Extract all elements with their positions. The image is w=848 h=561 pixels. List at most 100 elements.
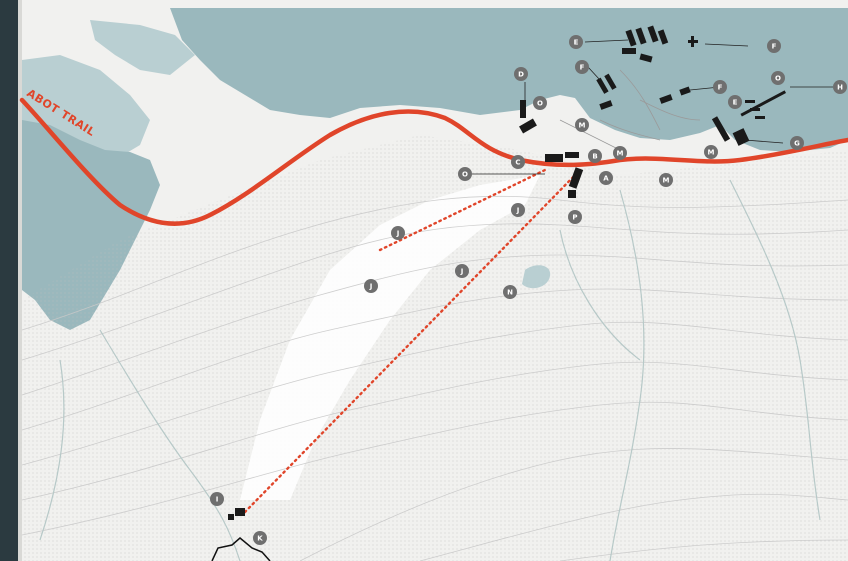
streams <box>39 179 821 561</box>
marker-label: J <box>396 230 400 238</box>
map-marker-k: K <box>253 531 267 545</box>
marker-label: J <box>369 283 373 291</box>
marker-label: B <box>592 153 597 161</box>
marker-label: I <box>216 496 219 504</box>
left-edge-strip-inner <box>18 0 22 561</box>
marker-label: M <box>708 149 715 157</box>
river-branch <box>90 20 195 75</box>
map-marker-a: A <box>599 171 613 185</box>
building <box>545 154 563 162</box>
marker-circle <box>790 136 804 150</box>
marker-circle <box>713 80 727 94</box>
cabot-trail-road <box>19 97 848 226</box>
boundary-outline <box>211 537 271 561</box>
marker-label: K <box>257 535 263 543</box>
building <box>622 48 636 54</box>
pond <box>522 265 551 289</box>
marker-circle <box>364 279 378 293</box>
marker-circle <box>503 285 517 299</box>
marker-label: G <box>794 140 800 148</box>
map-marker-j: J <box>455 264 469 278</box>
lift-route-upper <box>378 168 547 252</box>
terrain-texture <box>22 135 848 561</box>
marker-label: F <box>718 84 723 92</box>
river-channel <box>22 120 160 330</box>
marker-label: J <box>516 207 520 215</box>
lift-routes <box>243 168 582 514</box>
marker-label: A <box>603 175 609 183</box>
building <box>520 100 526 118</box>
building <box>732 128 750 146</box>
building <box>659 94 673 104</box>
marker-circle <box>704 145 718 159</box>
building <box>228 514 234 520</box>
building <box>657 29 669 45</box>
building <box>568 167 584 189</box>
map-marker-o: O <box>458 167 472 181</box>
map-marker-d: D <box>514 67 528 81</box>
marker-circle <box>575 118 589 132</box>
marker-label: O <box>775 75 781 83</box>
map-marker-c: C <box>511 155 525 169</box>
map-marker-f: F <box>713 80 727 94</box>
marker-circle <box>588 149 602 163</box>
marker-label: O <box>462 171 468 179</box>
map-marker-j: J <box>511 203 525 217</box>
building <box>635 27 647 45</box>
marker-circle <box>458 167 472 181</box>
marker-circle <box>511 203 525 217</box>
map-marker-g: G <box>790 136 804 150</box>
map-marker-m: M <box>575 118 589 132</box>
marker-circle <box>568 210 582 224</box>
marker-circle <box>575 60 589 74</box>
marker-circle <box>659 173 673 187</box>
marker-circle <box>569 35 583 49</box>
map-marker-m: M <box>659 173 673 187</box>
building <box>750 108 760 111</box>
building <box>647 25 659 43</box>
building <box>639 53 653 63</box>
marker-circle <box>728 95 742 109</box>
map-marker-j: J <box>364 279 378 293</box>
building <box>679 86 691 96</box>
marker-circle <box>533 96 547 110</box>
contour-lines <box>21 195 848 561</box>
building <box>755 116 765 119</box>
building <box>519 118 537 134</box>
building <box>235 508 245 516</box>
map-marker-h: H <box>833 80 847 94</box>
map-marker-b: B <box>588 149 602 163</box>
marker-label: M <box>617 150 624 158</box>
marker-label: M <box>663 177 670 185</box>
map-marker-j: J <box>391 226 405 240</box>
marker-circle <box>514 67 528 81</box>
marker-label: F <box>580 64 585 72</box>
building <box>599 100 613 110</box>
marker-label: M <box>579 122 586 130</box>
marker-circle <box>599 171 613 185</box>
building <box>604 73 617 90</box>
map-marker-o: O <box>533 96 547 110</box>
marker-circle <box>253 531 267 545</box>
building <box>745 100 755 103</box>
marker-label: J <box>460 268 464 276</box>
map-marker-e: E <box>569 35 583 49</box>
marker-label: H <box>837 84 843 92</box>
map-marker-f: F <box>767 39 781 53</box>
marker-circle <box>391 226 405 240</box>
map-marker-o: O <box>771 71 785 85</box>
marker-label: C <box>515 159 520 167</box>
marker-circle <box>511 155 525 169</box>
marker-label: F <box>772 43 777 51</box>
building <box>565 152 579 158</box>
map-marker-p: P <box>568 210 582 224</box>
marker-circle <box>833 80 847 94</box>
marker-label: O <box>537 100 543 108</box>
leader-lines <box>472 39 833 175</box>
marker-circle <box>210 492 224 506</box>
map-marker-f: F <box>575 60 589 74</box>
map-marker-e: E <box>728 95 742 109</box>
map-marker-m: M <box>613 146 627 160</box>
